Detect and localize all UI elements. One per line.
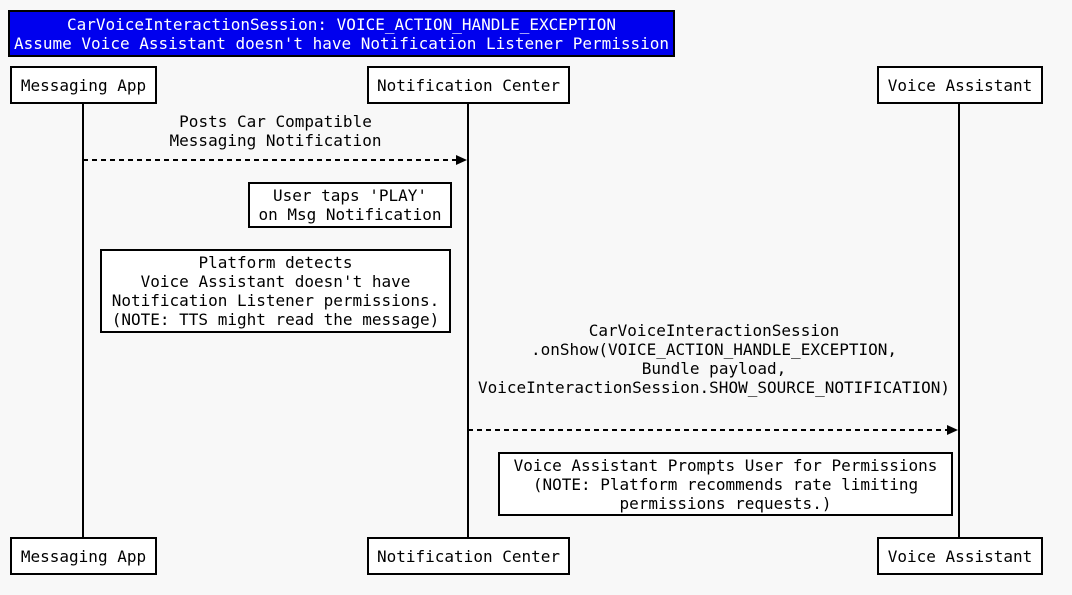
participant-voice-assistant-bottom: Voice Assistant (877, 537, 1043, 575)
participant-label: Notification Center (376, 546, 561, 566)
message-2-label: CarVoiceInteractionSession .onShow(VOICE… (467, 321, 961, 397)
message-1-line-2: Messaging Notification (169, 131, 382, 150)
lifeline-messaging-app (82, 104, 84, 538)
message-2-line-4: VoiceInteractionSession.SHOW_SOURCE_NOTI… (477, 378, 950, 397)
note-platform-detects: Platform detects Voice Assistant doesn't… (100, 249, 451, 333)
participant-notification-center-bottom: Notification Center (367, 537, 570, 575)
message-2-arrowhead-icon (947, 425, 958, 435)
message-1-label: Posts Car Compatible Messaging Notificat… (84, 112, 467, 150)
note-line: Voice Assistant doesn't have (140, 272, 411, 291)
note-line: Voice Assistant Prompts User for Permiss… (513, 455, 938, 475)
note-user-taps-play: User taps 'PLAY' on Msg Notification (248, 182, 452, 228)
participant-label: Notification Center (376, 75, 561, 95)
participant-messaging-app-top: Messaging App (10, 66, 157, 104)
participant-messaging-app-bottom: Messaging App (10, 537, 157, 575)
participant-label: Voice Assistant (887, 75, 1033, 95)
note-line: (NOTE: TTS might read the message) (111, 310, 440, 329)
diagram-title: CarVoiceInteractionSession: VOICE_ACTION… (8, 10, 675, 57)
note-line: Notification Listener permissions. (111, 291, 440, 310)
message-2-line-3: Bundle payload, (641, 359, 787, 378)
participant-label: Messaging App (20, 546, 147, 566)
message-1-arrow-line (83, 159, 456, 161)
message-2-line-2: .onShow(VOICE_ACTION_HANDLE_EXCEPTION, (530, 340, 898, 359)
note-line: Platform detects (198, 253, 353, 272)
lifeline-voice-assistant (958, 104, 960, 538)
message-2-line-1: CarVoiceInteractionSession (588, 321, 840, 340)
participant-voice-assistant-top: Voice Assistant (877, 66, 1043, 104)
message-1-arrowhead-icon (456, 155, 467, 165)
participant-notification-center-top: Notification Center (367, 66, 570, 104)
lifeline-notification-center (467, 104, 469, 538)
message-2-arrow-line (468, 429, 947, 431)
note-voice-assistant-prompts: Voice Assistant Prompts User for Permiss… (498, 452, 953, 516)
note-line: User taps 'PLAY' (272, 186, 428, 205)
note-line: on Msg Notification (258, 205, 442, 224)
participant-label: Messaging App (20, 75, 147, 95)
note-line: permissions requests.) (619, 493, 832, 513)
note-line: (NOTE: Platform recommends rate limiting (532, 474, 919, 494)
participant-label: Voice Assistant (887, 546, 1033, 566)
diagram-title-line-2: Assume Voice Assistant doesn't have Noti… (13, 33, 670, 53)
diagram-title-line-1: CarVoiceInteractionSession: VOICE_ACTION… (66, 14, 617, 34)
message-1-line-1: Posts Car Compatible (179, 112, 372, 131)
